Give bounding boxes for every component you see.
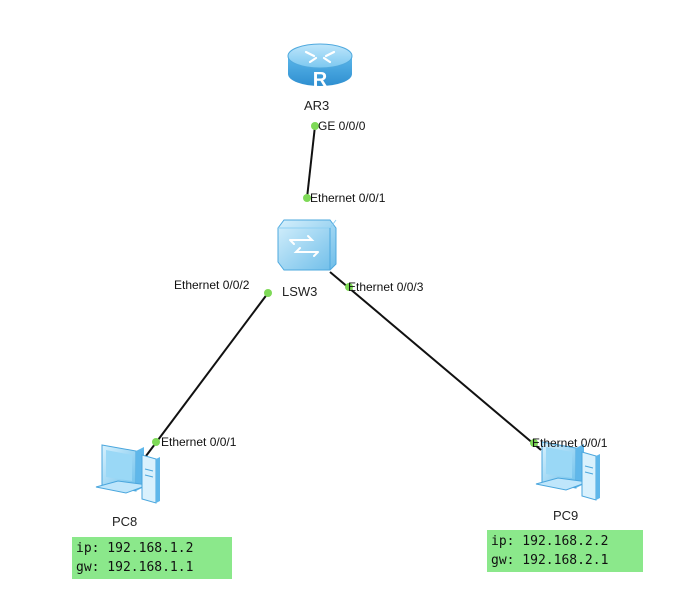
switch-label: LSW3 [282, 284, 318, 299]
port-label-pc9-e001: Ethernet 0/0/1 [532, 436, 608, 450]
link-ar3-lsw3[interactable] [306, 125, 316, 199]
pc8-gw-text: gw: 192.168.1.1 [76, 560, 194, 575]
port-dot[interactable] [264, 289, 272, 297]
pc9-label: PC9 [553, 508, 579, 523]
port-label-lsw3-e002: Ethernet 0/0/2 [174, 278, 250, 292]
svg-text:R: R [313, 69, 328, 91]
port-label-lsw3-e001: Ethernet 0/0/1 [310, 191, 386, 205]
link-lsw3-pc8[interactable] [145, 292, 269, 457]
port-label-lsw3-e003: Ethernet 0/0/3 [348, 280, 424, 294]
port-dot[interactable] [345, 283, 353, 291]
pc8-label: PC8 [112, 514, 138, 529]
pc9-gw-text: gw: 192.168.2.1 [491, 553, 609, 568]
port-dot[interactable] [152, 438, 160, 446]
port-dot[interactable] [530, 439, 538, 447]
port-label-ar3-ge000: GE 0/0/0 [318, 119, 366, 133]
link-lsw3-pc9[interactable] [329, 271, 542, 451]
router-icon[interactable]: R [287, 43, 353, 91]
pc8-ip-text: ip: 192.168.1.2 [76, 541, 194, 556]
router-label: AR3 [304, 98, 330, 113]
pc8-config-box: ip: 192.168.1.2 gw: 192.168.1.1 [72, 537, 232, 579]
pc-icon[interactable] [535, 441, 600, 501]
pc-icon[interactable] [95, 444, 160, 504]
pc9-config-box: ip: 192.168.2.2 gw: 192.168.2.1 [487, 530, 643, 572]
port-label-pc8-e001: Ethernet 0/0/1 [161, 435, 237, 449]
port-dot[interactable] [303, 194, 311, 202]
switch-icon[interactable] [277, 219, 337, 271]
port-dot[interactable] [311, 122, 319, 130]
pc9-ip-text: ip: 192.168.2.2 [491, 534, 609, 549]
